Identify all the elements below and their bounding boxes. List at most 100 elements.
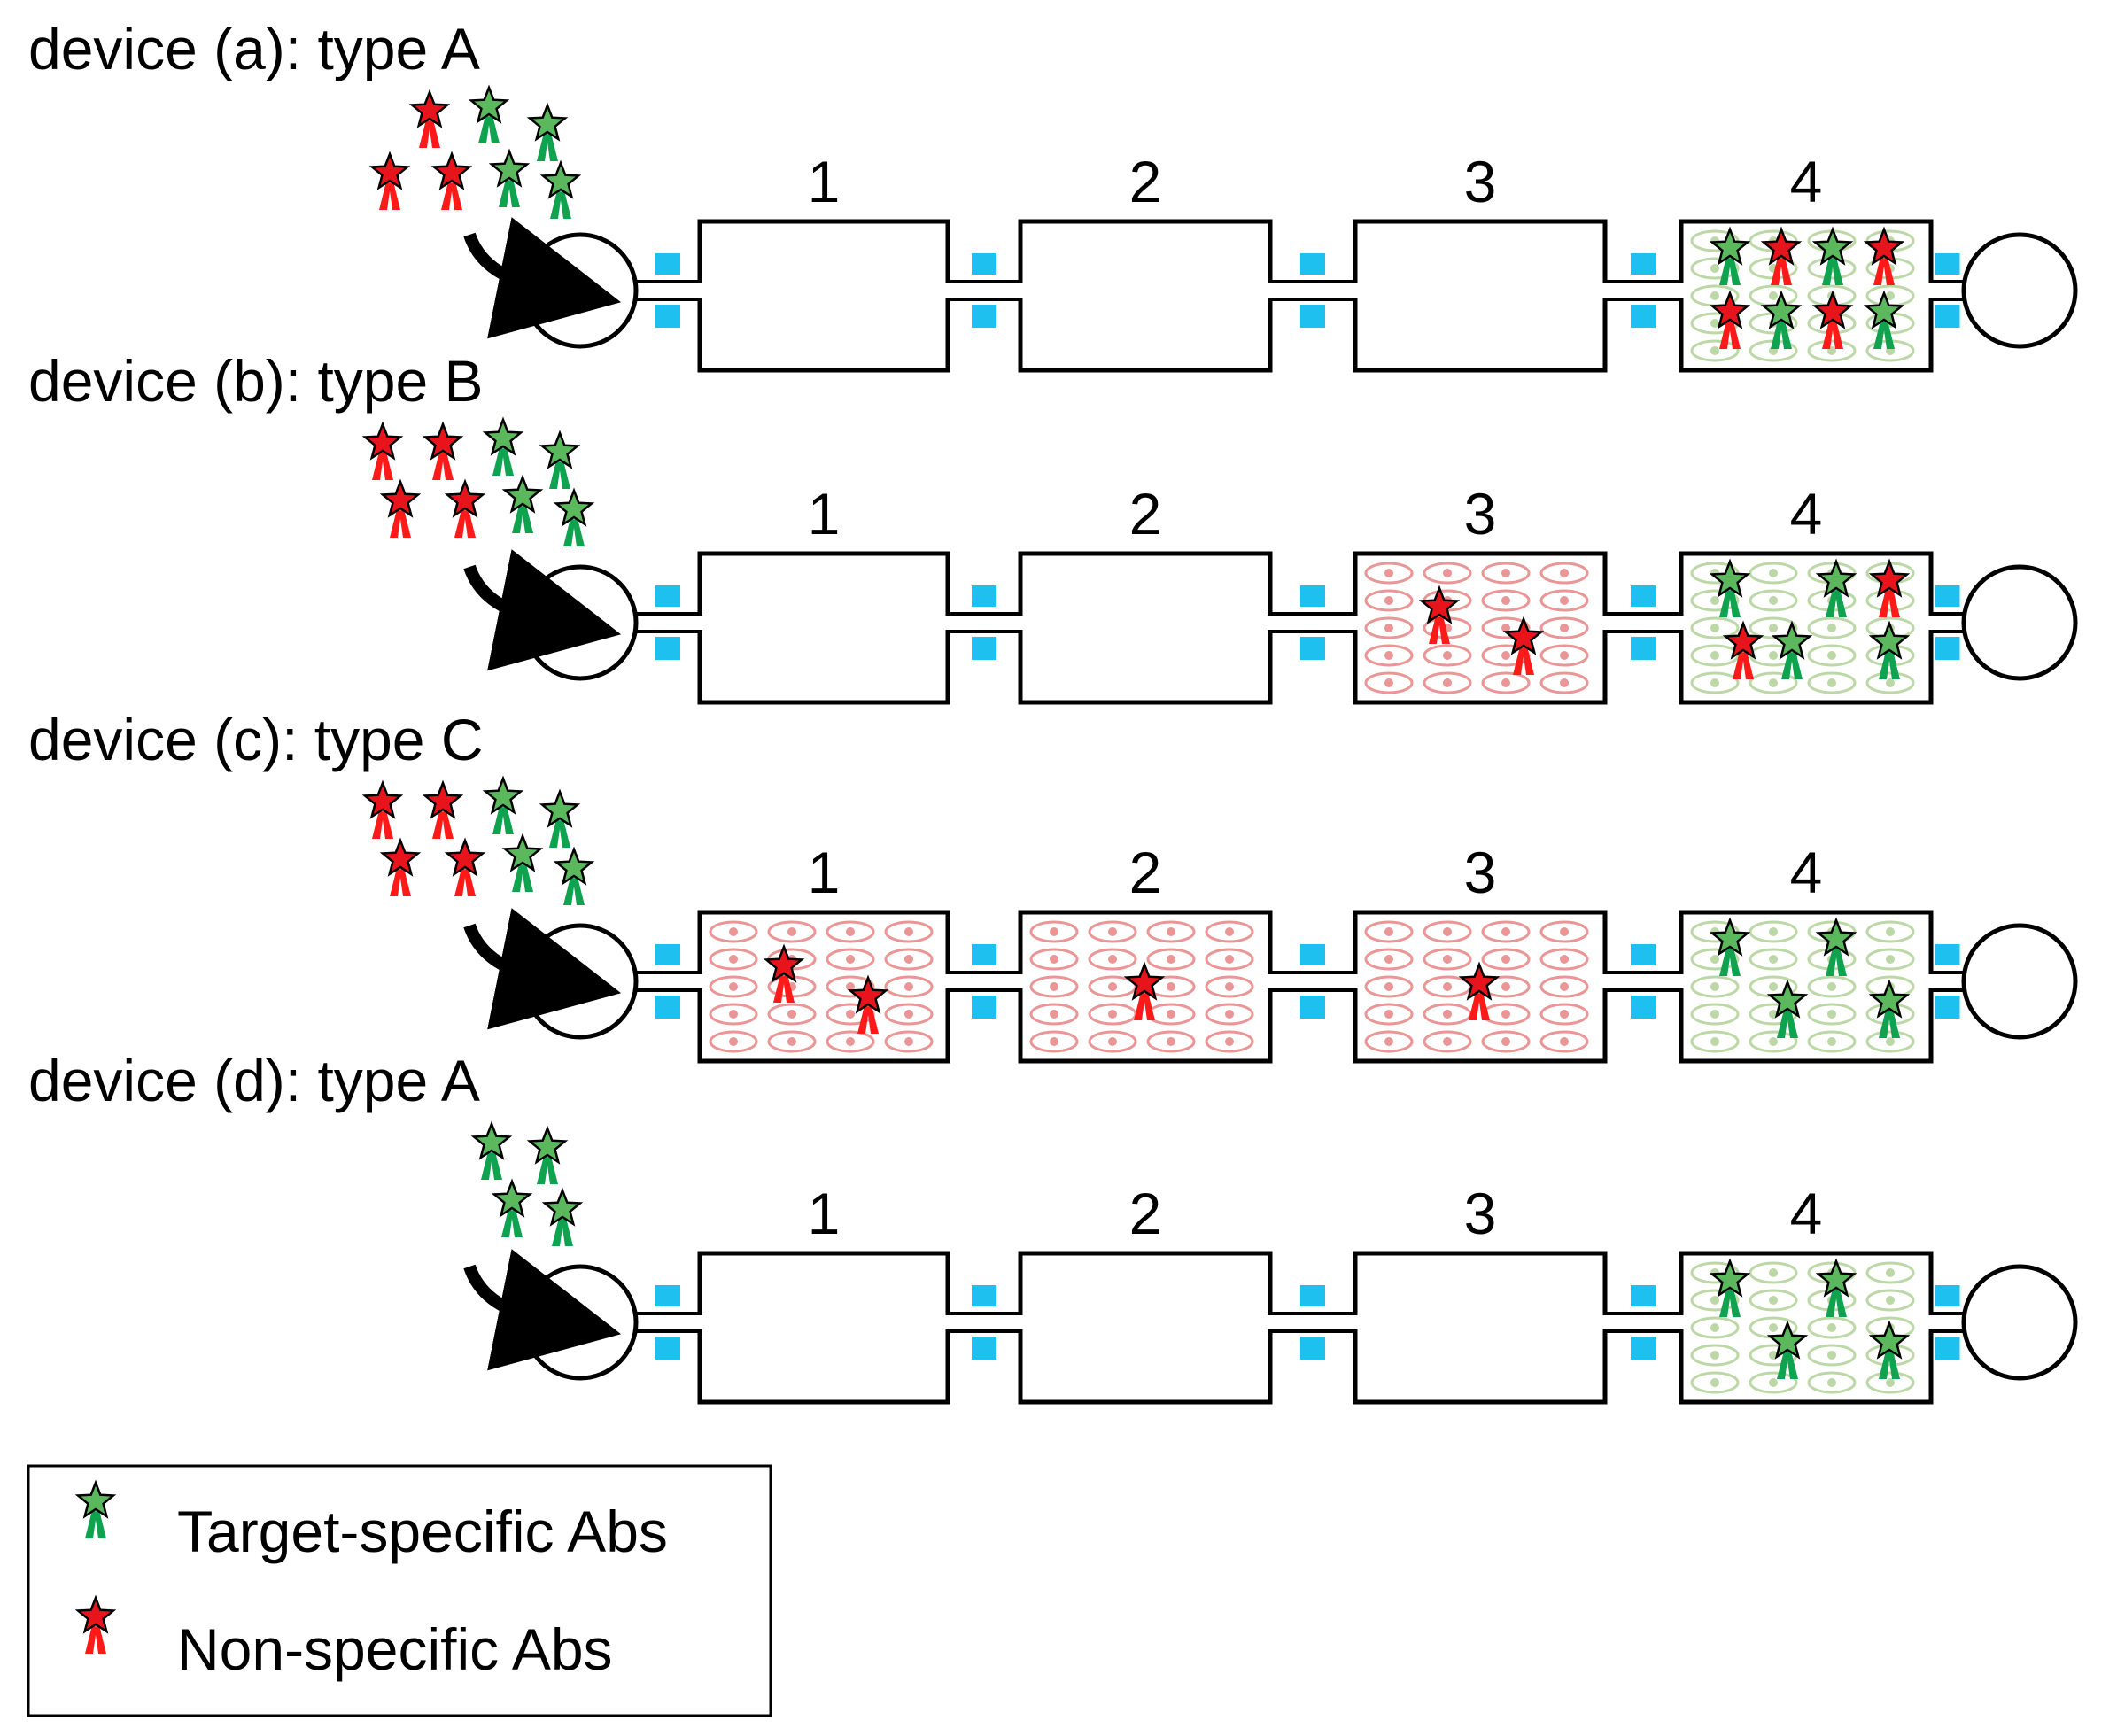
red-cell-layer <box>1364 920 1589 1053</box>
target-specific-antibody-icon <box>539 159 582 219</box>
outlet-port <box>1961 564 2078 681</box>
valve <box>1300 996 1325 1019</box>
valve <box>1300 585 1325 607</box>
target-specific-antibody-icon <box>1811 226 1854 285</box>
target-specific-antibody-icon <box>501 474 544 533</box>
legend-label-target-specific: Target-specific Abs <box>177 1499 668 1564</box>
valve <box>972 305 996 328</box>
target-specific-antibody-icon <box>1709 226 1751 285</box>
non-specific-antibody-icon <box>379 837 422 896</box>
valve <box>655 944 680 965</box>
target-specific-antibody-icon <box>553 846 595 905</box>
non-specific-antibody-icon <box>1502 616 1545 675</box>
target-specific-antibody-icon <box>1868 979 1911 1038</box>
target-specific-antibody-icon <box>1815 1258 1857 1317</box>
chamber-outline <box>1353 219 1608 373</box>
valve <box>1631 996 1656 1019</box>
valve <box>1935 305 1960 328</box>
valve <box>655 253 680 275</box>
chamber-2: 2 <box>1017 840 1274 1064</box>
non-specific-antibody-icon <box>1418 585 1461 644</box>
chamber-number: 4 <box>1790 1181 1823 1246</box>
valve <box>1935 253 1960 275</box>
chamber-number: 1 <box>808 149 841 214</box>
valve <box>1631 585 1656 607</box>
chamber-1: 1 <box>696 1181 951 1405</box>
target-specific-antibody-icon <box>491 1178 533 1237</box>
chamber-2: 2 <box>1017 1181 1274 1405</box>
target-specific-antibody-icon <box>1766 1320 1809 1379</box>
inlet-port <box>522 1264 639 1381</box>
target-specific-antibody-icon <box>526 102 569 161</box>
valve <box>1935 996 1960 1019</box>
valve <box>1300 637 1325 660</box>
chamber-3: 3 <box>1352 481 1609 705</box>
sample-antibodies <box>368 84 582 219</box>
outlet-port <box>1961 923 2078 1040</box>
chamber-number: 2 <box>1129 149 1162 214</box>
injection-arrow-icon <box>463 549 622 671</box>
target-specific-antibody-icon <box>470 1120 513 1180</box>
valve <box>972 1337 996 1360</box>
chamber-1: 1 <box>696 840 951 1064</box>
injection-arrow-icon <box>463 908 622 1030</box>
injection-arrow-icon <box>463 217 622 339</box>
legend-box <box>27 1464 772 1717</box>
red-cell-layer <box>709 920 934 1053</box>
chamber-outline <box>1018 219 1273 373</box>
chamber-number: 2 <box>1129 481 1162 546</box>
non-specific-antibody-icon <box>444 837 486 896</box>
injection-arrow-icon <box>463 1249 622 1371</box>
target-specific-antibody-icon <box>1815 917 1857 976</box>
chamber-4: 4 <box>1678 481 1935 705</box>
chamber-3: 3 <box>1352 840 1609 1064</box>
chamber-3: 3 <box>1352 1181 1609 1405</box>
non-specific-antibody-icon <box>1760 226 1803 285</box>
valve <box>972 1285 996 1306</box>
inlet-port <box>522 232 639 349</box>
chamber-4: 4 <box>1678 1181 1935 1405</box>
valve <box>1631 253 1656 275</box>
valve <box>1631 305 1656 328</box>
chamber-number: 2 <box>1129 1181 1162 1246</box>
valve <box>655 996 680 1019</box>
chamber-number: 4 <box>1790 840 1823 905</box>
chamber-number: 4 <box>1790 149 1823 214</box>
valve <box>1300 305 1325 328</box>
target-specific-antibody-icon <box>526 1125 569 1184</box>
device-label: device (c): type C <box>28 707 484 772</box>
valve <box>1631 637 1656 660</box>
non-specific-antibody-icon <box>74 1594 117 1654</box>
chamber-outline <box>697 219 950 373</box>
non-specific-antibody-icon <box>1709 290 1751 349</box>
chamber-outline <box>1018 1251 1273 1405</box>
non-specific-antibody-icon <box>422 779 464 839</box>
chamber-outline <box>1353 1251 1608 1405</box>
valve <box>1631 1285 1656 1306</box>
outlet-port <box>1961 1264 2078 1381</box>
target-specific-antibody-icon <box>1709 1258 1751 1317</box>
valve <box>1300 1285 1325 1306</box>
chamber-number: 1 <box>808 481 841 546</box>
non-specific-antibody-icon <box>763 943 805 1003</box>
target-specific-antibody-icon <box>1709 917 1751 976</box>
valve <box>1935 637 1960 660</box>
chamber-outline <box>1018 551 1273 705</box>
chamber-number: 3 <box>1464 1181 1497 1246</box>
non-specific-antibody-icon <box>1811 290 1854 349</box>
target-specific-antibody-icon <box>482 416 524 476</box>
target-specific-antibody-icon <box>1868 1320 1911 1379</box>
red-cell-layer <box>1029 920 1254 1053</box>
valve <box>1300 253 1325 275</box>
valve <box>655 1337 680 1360</box>
non-specific-antibody-icon <box>1123 961 1166 1020</box>
target-specific-antibody-icon <box>539 788 581 848</box>
target-specific-antibody-icon <box>1868 620 1911 679</box>
non-specific-antibody-icon <box>361 779 404 839</box>
legend: Target-specific Abs Non-specific Abs <box>27 1464 772 1717</box>
chamber-3: 3 <box>1352 149 1609 373</box>
sample-antibodies <box>470 1120 584 1246</box>
